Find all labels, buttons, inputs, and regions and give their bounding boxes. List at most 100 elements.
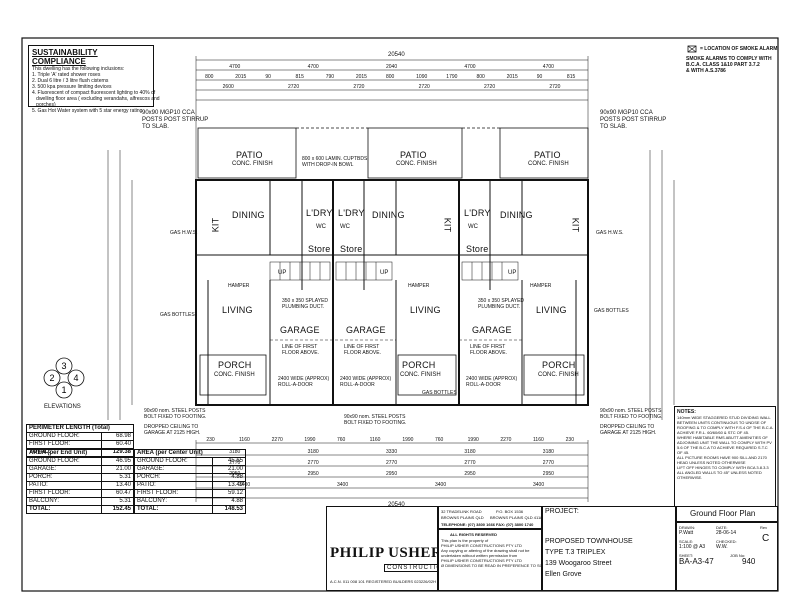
area-end-value: 46.95 (101, 457, 134, 466)
top-dim-r2-6: 800 (386, 74, 395, 80)
hamper-label-3: HAMPER (530, 283, 552, 289)
overall-width-top: 20540 (388, 52, 405, 58)
dining-label-1: DINING (232, 210, 265, 220)
ceiling-left-line-1: GARAGE AT 2125 HIGH. (144, 430, 201, 436)
perimeter-label: GROUND FLOOR: (25, 432, 103, 441)
sustainability-item-1: 2. Dual 6 litre / 3 litre flush cisterns (32, 78, 109, 84)
first-floor-line-1: FLOOR ABOVE. (344, 350, 381, 356)
svg-text:3: 3 (61, 361, 66, 371)
patio-finish-1: CONC. FINISH (232, 161, 273, 167)
area-end-row: FIRST FLOOR:60.47 (25, 489, 134, 498)
stair-up-2: UP (380, 270, 389, 276)
posts-right-line-0: 90x90 MGP10 CCA (600, 110, 653, 116)
bottom-dim-r4-4: 2950 (542, 471, 554, 477)
telephone: TELEPHONE: (07) 3800 1666 (441, 522, 496, 527)
sustainability-item-6: 5. Gas Hot Water system with 5 star ener… (32, 108, 143, 114)
note-line-3: ACHIEVE F.R.L. 60/60/60 & STC OF 45. (677, 430, 750, 435)
bottom-dim-r4-1: 2950 (307, 471, 319, 477)
area-end-value: 5.31 (101, 497, 134, 506)
posts-right-line-2: TO SLAB. (600, 124, 627, 130)
rev-value: C (762, 533, 770, 544)
meta-cell (676, 522, 778, 591)
top-dim-r3-0: 2600 (222, 84, 234, 90)
porch-label-3: PORCH (542, 360, 576, 370)
sustainability-item-3: 4. Fluorescent of compact fluorescent li… (32, 90, 156, 96)
patio-label-1: PATIO (236, 150, 263, 160)
area-end-label: TOTAL: (25, 505, 103, 514)
bottom-dim-r1-10: 1160 (533, 437, 544, 443)
stair-up-1: UP (278, 270, 287, 276)
porch-finish-3: CONC. FINISH (538, 372, 579, 378)
gas-hws-2: GAS H.W.S. (596, 230, 624, 236)
area-center-table: AREA (per Center Unit) GROUND FLOOR:45.6… (133, 449, 246, 514)
bottom-dim-r2-4: 3180 (542, 449, 554, 455)
rights-line-4: PHILIP USHER CONSTRUCTIONS PTY LTD (441, 558, 522, 563)
top-dim-r3-3: 2720 (418, 84, 430, 90)
bottom-dim-r1-5: 1160 (369, 437, 381, 443)
note-line-13: LIFT OFF HINGES TO COMPLY WITH BCA 3.8.3… (677, 465, 769, 470)
area-center-title: AREA (per Center Unit) (134, 449, 246, 458)
scale-label: SCALE: (679, 539, 694, 544)
posts-right-line-1: POSTS POST STIRRUP (600, 117, 667, 123)
area-center-value: 148.53 (212, 505, 246, 514)
bottom-dim-r1-9: 2270 (500, 437, 512, 443)
smoke-alarm-symbol (687, 45, 697, 53)
stair-up-3: UP (508, 270, 517, 276)
rights-line-3: undertaken without written permission fr… (441, 553, 518, 558)
date-label: DATE: (716, 525, 728, 530)
garage-door-line-0: 2400 WIDE (APPROX) (340, 376, 392, 382)
garage-label-3: GARAGE (472, 325, 512, 335)
area-end-row: BALCONY:5.31 (25, 497, 134, 506)
top-dim-r3-2: 2720 (353, 84, 365, 90)
company-acn: A.C.N. 011 008 101 REGISTERED BUILDERS 0… (330, 579, 436, 584)
area-center-label: GROUND FLOOR: (133, 457, 214, 466)
note-line-1: BETWEEN UNITS CONTINUOUS TO UNDSE OF (677, 420, 767, 425)
overall-width-bottom: 20540 (388, 502, 405, 508)
bottom-dim-r1-7: 760 (435, 437, 444, 443)
patio-label-3: PATIO (534, 150, 561, 160)
area-end-label: PATIO: (25, 481, 103, 490)
top-dim-r1-2: 2040 (386, 64, 398, 70)
area-end-title: AREA (per End Unit) (26, 449, 134, 458)
wc-label-2: WC (340, 224, 350, 230)
porch-label-2: PORCH (402, 360, 436, 370)
living-label-1: LIVING (222, 305, 253, 315)
top-dimension-lines (195, 56, 589, 180)
bottom-dim-r1-1: 1160 (239, 437, 250, 443)
living-label-2: LIVING (410, 305, 441, 315)
rights-line-0: This plan is the property of (441, 538, 489, 543)
note-line-10: ALL PICTURE ROOMS HAVE 900 SILL AND 2170 (677, 455, 767, 460)
stairs (269, 261, 519, 281)
gas-bottles-2: GAS BOTTLES (422, 390, 457, 396)
garage-door-note-3: 2400 WIDE (APPROX)ROLL-A-DOOR (466, 376, 517, 388)
area-end-label: PORCH: (25, 473, 103, 482)
bottom-dim-r5-3: 3400 (533, 482, 545, 488)
date-value: 28-06-14 (716, 530, 737, 536)
area-center-row: BALCONY:4.88 (133, 497, 246, 506)
steel-mid-line-1: BOLT FIXED TO FOOTING. (344, 420, 407, 426)
plumbing-line-1: PLUMBING DUCT. (478, 304, 521, 310)
garage-door-line-0: 2400 WIDE (APPROX) (278, 376, 330, 382)
svg-text:4: 4 (73, 373, 78, 383)
job-value: 940 (742, 557, 756, 566)
address-1: 32 TRADELINK ROAD (441, 509, 482, 514)
plumbing-line-0: 350 x 350 SPLAYED (282, 298, 329, 304)
bottom-dim-r3-1: 2770 (307, 460, 319, 466)
area-end-value: 152.45 (101, 505, 134, 514)
project-label: PROJECT: (545, 508, 579, 515)
project-line-2: 139 Woogaroo Street (545, 560, 612, 567)
plumbing-line-1: PLUMBING DUCT. (282, 304, 325, 310)
top-dim-r2-7: 1090 (416, 74, 428, 80)
drawn-label: DRAWN: (679, 525, 696, 530)
rights-line-2: Any copying or altering of the drawing s… (441, 548, 530, 553)
bottom-dim-r3-4: 2770 (542, 460, 554, 466)
